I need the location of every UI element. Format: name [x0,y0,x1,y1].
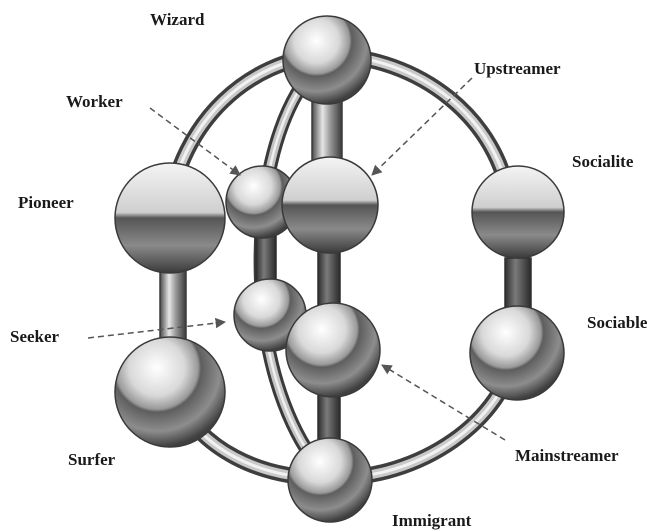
sphere-mainstreamer [286,303,380,397]
label-mainstreamer: Mainstreamer [515,447,619,464]
sphere-immigrant [288,438,372,522]
label-worker: Worker [66,93,123,110]
label-wizard: Wizard [150,11,204,28]
sphere-socialite [472,166,564,258]
arrow-seeker [88,322,225,338]
label-surfer: Surfer [68,451,115,468]
label-pioneer: Pioneer [18,194,74,211]
sphere-sociable [470,306,564,400]
label-sociable: Sociable [587,314,647,331]
sphere-surfer [115,337,225,447]
label-immigrant: Immigrant [392,512,471,529]
sphere-wizard [283,16,371,104]
sphere-upstreamer [282,157,378,253]
label-socialite: Socialite [572,153,633,170]
label-upstreamer: Upstreamer [474,60,561,77]
arrow-upstreamer [372,78,472,175]
label-seeker: Seeker [10,328,59,345]
sphere-pioneer [115,163,225,273]
